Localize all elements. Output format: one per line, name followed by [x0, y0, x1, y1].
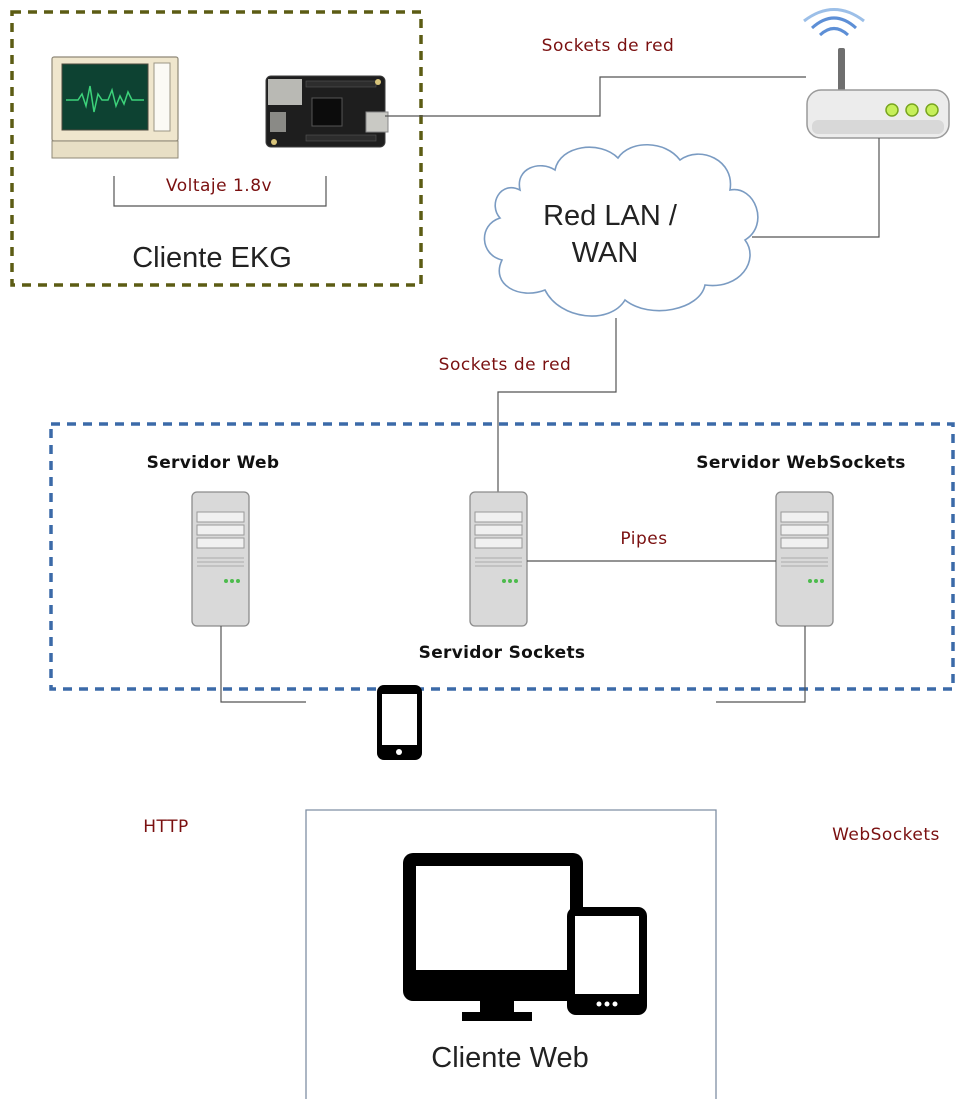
websockets-label: WebSockets	[832, 825, 940, 845]
http-connector	[220, 626, 306, 703]
voltage-connector	[113, 176, 327, 207]
devices-icon	[377, 685, 647, 1021]
sockets-label-mid: Sockets de red	[439, 355, 572, 375]
sockets-label-top: Sockets de red	[542, 36, 675, 56]
web-server-icon	[191, 491, 250, 627]
board-router-connector	[385, 76, 806, 117]
sockets-server-label: Servidor Sockets	[419, 643, 586, 663]
web-client-title: Cliente Web	[431, 1042, 588, 1074]
cloud-label-line1: Red LAN /	[543, 200, 678, 232]
websockets-connector	[716, 626, 806, 703]
websockets-server-icon	[775, 491, 834, 627]
web-client-box	[305, 809, 717, 1099]
servers-group	[49, 422, 955, 691]
router-icon	[803, 8, 950, 139]
router-cloud-connector	[752, 138, 880, 238]
voltage-label: Voltaje 1.8v	[166, 176, 272, 196]
ekg-monitor-icon	[51, 56, 179, 159]
ekg-client-title: Cliente EKG	[132, 242, 292, 274]
beaglebone-board-icon	[265, 75, 389, 148]
web-server-label: Servidor Web	[147, 453, 280, 473]
http-label: HTTP	[143, 817, 189, 837]
websockets-server-label: Servidor WebSockets	[696, 453, 905, 473]
sockets-server-icon	[469, 491, 528, 627]
lan-wan-cloud-icon	[483, 143, 759, 317]
cloud-server-connector	[497, 318, 617, 492]
pipes-label: Pipes	[620, 529, 667, 549]
ekg-client-group	[10, 10, 423, 287]
cloud-label-line2: WAN	[572, 237, 639, 269]
